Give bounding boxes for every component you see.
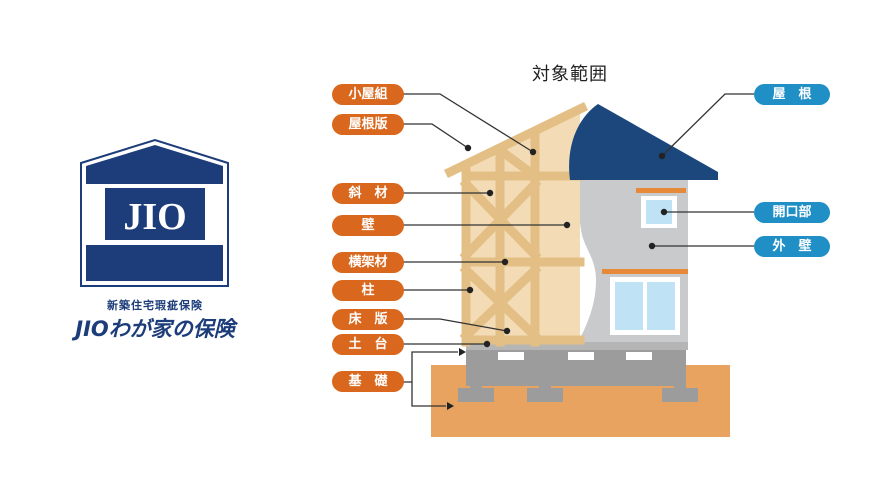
label-yane: 屋 根 [754, 84, 830, 105]
foundation-leg-2 [539, 380, 551, 392]
label-kabe: 壁 [332, 215, 404, 236]
logo-base-band [86, 245, 223, 281]
leader-kiso [403, 351, 458, 383]
foundation-leg-1 [470, 380, 482, 392]
upper-window-sill [636, 188, 686, 193]
leader-lines [403, 93, 754, 407]
label-kaikoubu: 開口部 [754, 202, 830, 223]
logo-mark-text: JIO [123, 196, 186, 238]
logo-subtitle: 新築住宅瑕疵保険 [107, 299, 203, 312]
logo-roof-band [86, 145, 223, 184]
vent-1 [498, 352, 524, 360]
leader-dots [464, 144, 668, 348]
label-kiso: 基 礎 [332, 371, 404, 392]
leader-yane [661, 93, 754, 157]
timber-frame [443, 101, 589, 347]
label-hashira: 柱 [332, 280, 404, 301]
foundation-footing-2 [527, 388, 563, 402]
lower-window-glass-right [647, 282, 675, 330]
label-shazai: 斜 材 [332, 183, 404, 204]
label-koyagumi: 小屋組 [332, 84, 404, 105]
foundation-footing-3 [662, 388, 698, 402]
foundation-leg-3 [674, 380, 686, 392]
label-dodai: 土 台 [332, 334, 404, 355]
logo-center-box [105, 188, 205, 240]
lower-window-sill [602, 269, 688, 274]
vent-2 [568, 352, 594, 360]
leader-yanegita [403, 123, 469, 149]
foundation-footing-1 [458, 388, 494, 402]
label-yanegita: 屋根版 [332, 114, 404, 135]
leader-kiso-2 [411, 382, 446, 407]
logo-product-name: JIOわが家の保険 [75, 317, 235, 341]
roof [569, 104, 718, 180]
arrow-kiso-2 [447, 402, 454, 410]
label-gaiheki: 外 壁 [754, 236, 830, 257]
arrow-kiso-1 [459, 348, 466, 356]
vent-3 [626, 352, 652, 360]
label-yukaita: 床 版 [332, 309, 404, 330]
label-okokazai: 横架材 [332, 252, 404, 273]
diagram-title: 対象範囲 [532, 64, 608, 85]
frame-panel [466, 112, 580, 342]
leader-arrowheads [447, 348, 466, 410]
lower-window-glass-left [615, 282, 643, 330]
leader-yukaita [403, 318, 508, 332]
leader-koyagumi [403, 93, 534, 153]
